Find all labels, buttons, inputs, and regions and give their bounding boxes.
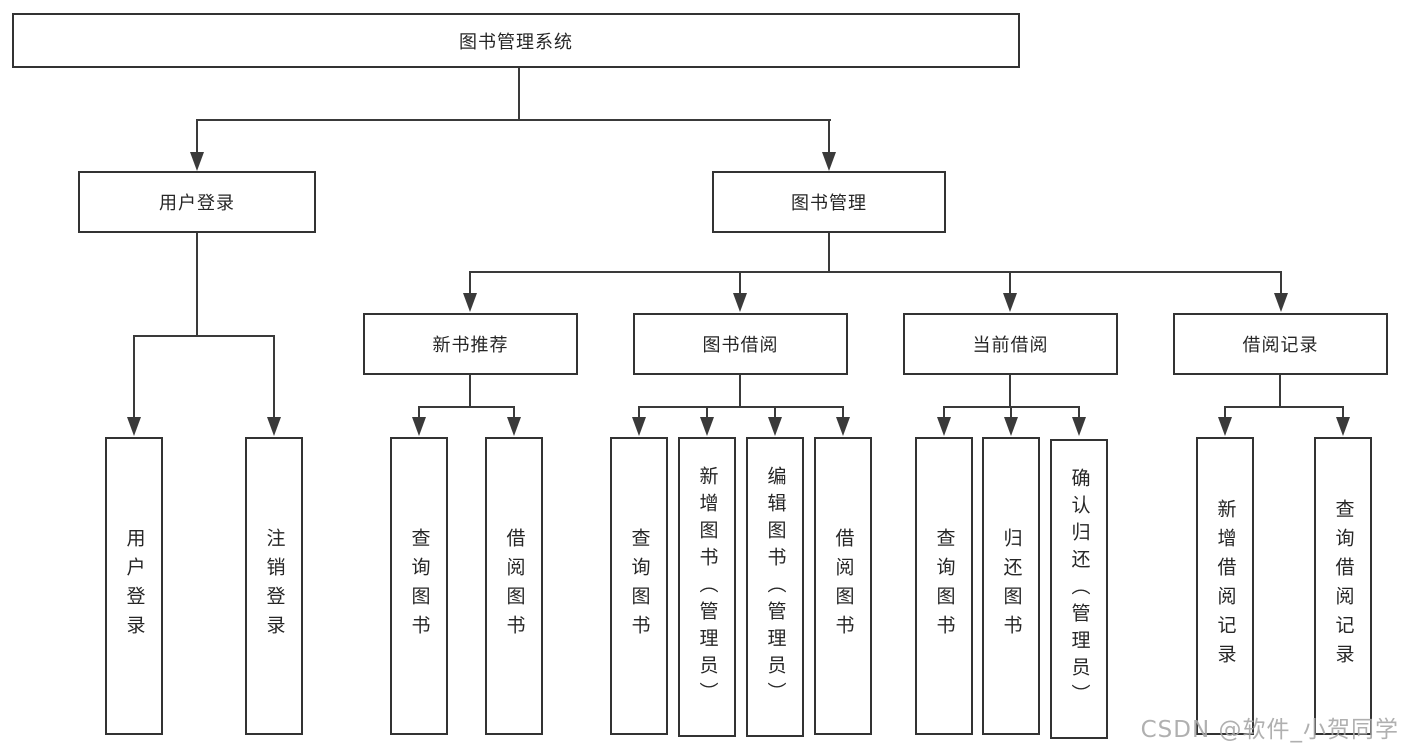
connector-line xyxy=(1010,406,1012,420)
connector-line xyxy=(774,406,776,420)
connector-line xyxy=(513,406,515,420)
arrow-down-icon xyxy=(700,417,714,436)
connector-line xyxy=(418,406,420,420)
leaf-bor-add-books: 新增图书（管理员） xyxy=(678,437,736,737)
arrow-down-icon xyxy=(822,152,836,171)
arrow-down-icon xyxy=(1274,293,1288,312)
connector-line xyxy=(1078,406,1080,420)
arrow-down-icon xyxy=(463,293,477,312)
connector-line xyxy=(133,335,275,337)
arrow-down-icon xyxy=(507,417,521,436)
connector-line xyxy=(418,406,515,408)
arrow-down-icon xyxy=(412,417,426,436)
node-borrow-records: 借阅记录 xyxy=(1173,313,1388,375)
connector-line xyxy=(469,271,471,297)
leaf-log-query-record: 查询借阅记录 xyxy=(1314,437,1372,735)
arrow-down-icon xyxy=(768,417,782,436)
connector-line xyxy=(273,335,275,419)
arrow-down-icon xyxy=(267,417,281,436)
connector-line xyxy=(638,406,844,408)
arrow-down-icon xyxy=(937,417,951,436)
arrow-down-icon xyxy=(632,417,646,436)
arrow-down-icon xyxy=(1218,417,1232,436)
connector-line xyxy=(469,271,1282,273)
connector-line xyxy=(842,406,844,420)
leaf-rec-query-books: 查询图书 xyxy=(390,437,448,735)
arrow-down-icon xyxy=(190,152,204,171)
connector-line xyxy=(1342,406,1344,420)
leaf-cur-return-books: 归还图书 xyxy=(982,437,1040,735)
connector-line xyxy=(518,68,520,120)
connector-line xyxy=(1224,406,1344,408)
node-new-book-rec: 新书推荐 xyxy=(363,313,578,375)
connector-line xyxy=(828,233,830,273)
leaf-logout: 注销登录 xyxy=(245,437,303,735)
leaf-cur-query-books: 查询图书 xyxy=(915,437,973,735)
leaf-cur-confirm-return: 确认归还（管理员） xyxy=(1050,439,1108,739)
connector-line xyxy=(739,271,741,297)
connector-line xyxy=(706,406,708,420)
arrow-down-icon xyxy=(1072,417,1086,436)
connector-line xyxy=(196,119,198,155)
arrow-down-icon xyxy=(733,293,747,312)
arrow-down-icon xyxy=(1004,417,1018,436)
csdn-watermark: CSDN @软件_小贺同学 xyxy=(1140,717,1399,743)
leaf-bor-query-books: 查询图书 xyxy=(610,437,668,735)
arrow-down-icon xyxy=(1003,293,1017,312)
connector-line xyxy=(638,406,640,420)
connector-line xyxy=(1280,271,1282,297)
arrow-down-icon xyxy=(836,417,850,436)
node-root: 图书管理系统 xyxy=(12,13,1020,68)
connector-line xyxy=(196,233,198,336)
connector-line xyxy=(196,119,831,121)
leaf-user-login: 用户登录 xyxy=(105,437,163,735)
connector-line xyxy=(1009,375,1011,408)
arrow-down-icon xyxy=(127,417,141,436)
connector-line xyxy=(133,335,135,419)
connector-line xyxy=(828,119,830,155)
connector-line xyxy=(1279,375,1281,408)
connector-line xyxy=(943,406,945,420)
connector-line xyxy=(1224,406,1226,420)
connector-line xyxy=(469,375,471,408)
node-user-login: 用户登录 xyxy=(78,171,316,233)
leaf-rec-borrow-books: 借阅图书 xyxy=(485,437,543,735)
arrow-down-icon xyxy=(1336,417,1350,436)
node-current-borrow: 当前借阅 xyxy=(903,313,1118,375)
leaf-log-add-record: 新增借阅记录 xyxy=(1196,437,1254,735)
leaf-bor-edit-books: 编辑图书（管理员） xyxy=(746,437,804,737)
connector-line xyxy=(1009,271,1011,297)
node-book-mgmt: 图书管理 xyxy=(712,171,946,233)
node-book-borrow: 图书借阅 xyxy=(633,313,848,375)
connector-line xyxy=(739,375,741,408)
leaf-bor-borrow-books: 借阅图书 xyxy=(814,437,872,735)
